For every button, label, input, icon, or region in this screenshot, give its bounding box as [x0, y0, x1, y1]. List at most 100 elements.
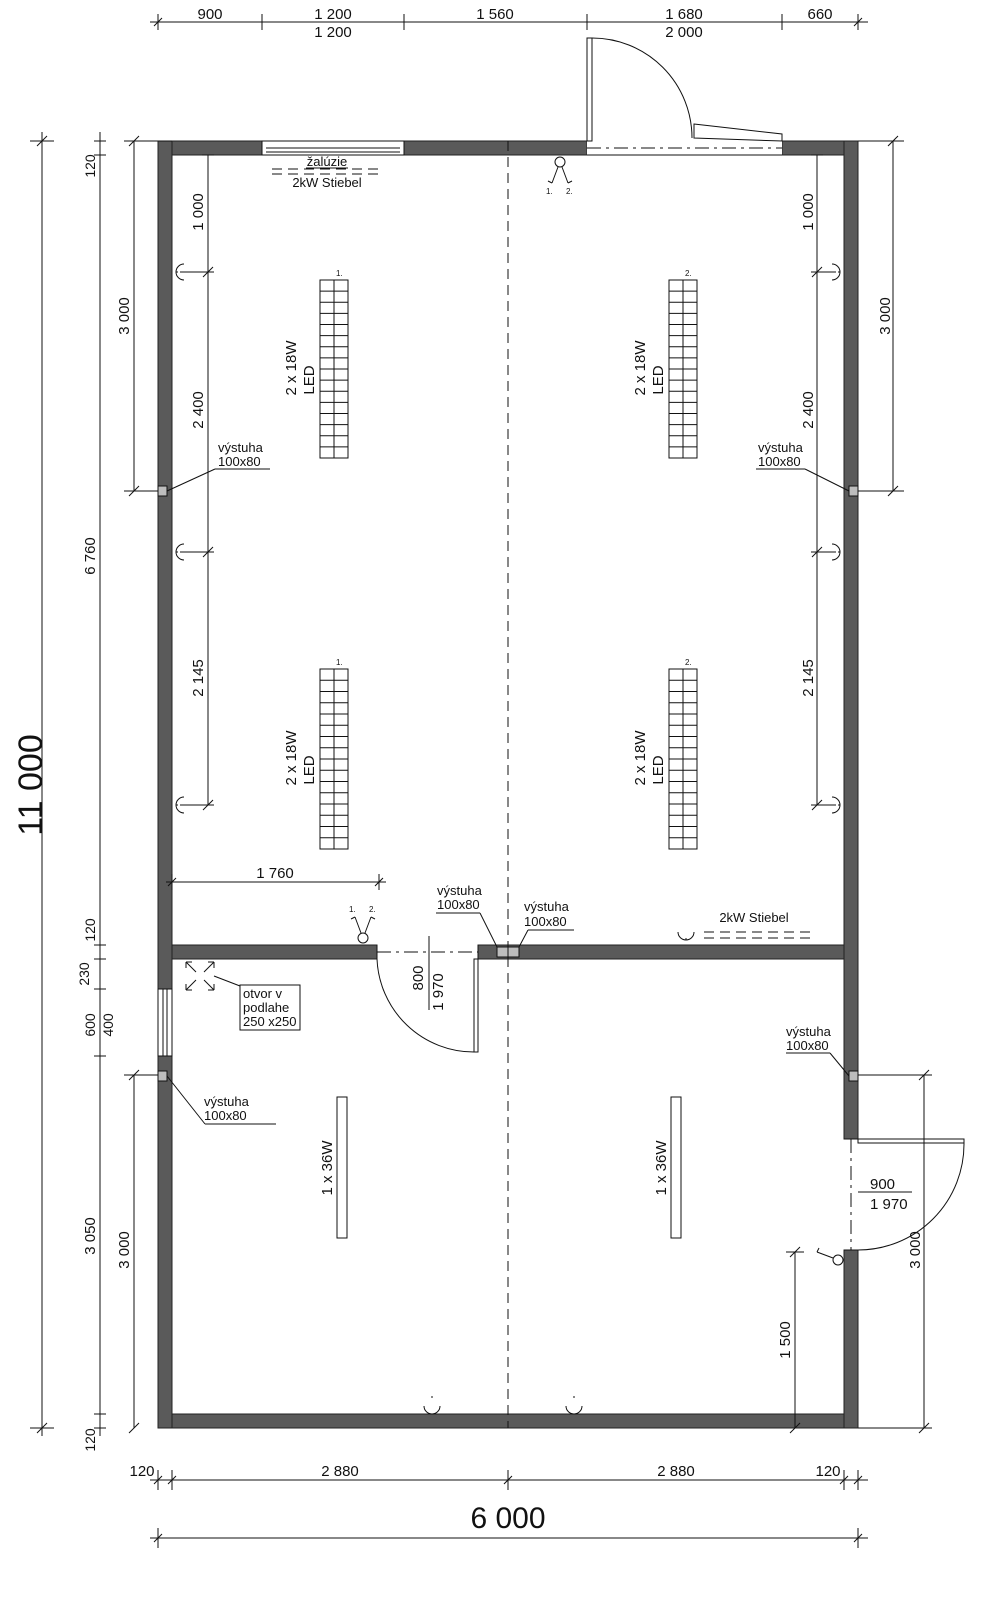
fixture-label-power: 2 x 18W — [283, 340, 300, 396]
floor-opening: otvor v podlahe 250 x250 — [185, 961, 301, 1031]
dim-bottom-2880-right: 2 880 — [657, 1463, 695, 1480]
opening-label-2: podlahe — [243, 1000, 289, 1015]
fixture-number-2: 2. — [685, 658, 692, 667]
dim-bottom-2880-left: 2 880 — [321, 1463, 359, 1480]
dim-top-1560: 1 560 — [476, 6, 514, 23]
dim-right-3000-bottom: 3 000 — [907, 1231, 924, 1269]
heater-mid: 2kW Stiebel — [704, 910, 810, 939]
heater-top-label: 2kW Stiebel — [292, 175, 361, 190]
reinforcement-size: 100x80 — [437, 897, 480, 912]
fluorescent-fixture-left: 1 x 36W — [319, 1096, 348, 1239]
overall-width: 6 000 — [470, 1502, 545, 1535]
socket-icon — [175, 263, 185, 281]
dim-left-230: 230 — [76, 962, 92, 986]
entrance-door-top — [586, 37, 783, 156]
reinforcement-size: 100x80 — [524, 914, 567, 929]
dim-left-400: 400 — [100, 1013, 116, 1037]
dim-1760: 1 760 — [256, 865, 294, 882]
led-fixture-top-right: 2. — [668, 269, 698, 459]
switch-icon — [357, 932, 369, 944]
reinforcement-label: výstuha — [437, 883, 483, 898]
dim-in-left-1000: 1 000 — [190, 193, 207, 231]
fluorescent-fixture-right: 1 x 36W — [653, 1096, 682, 1239]
reinforcement-left-bottom: výstuha 100x80 — [157, 1070, 276, 1125]
reinforcement-size: 100x80 — [204, 1108, 247, 1123]
side-door-height: 1 970 — [870, 1196, 908, 1213]
window-width-1200: 1 200 — [314, 24, 352, 41]
reinforcement-size: 100x80 — [758, 454, 801, 469]
inner-door-height: 1 970 — [430, 973, 447, 1011]
dim-left-6760: 6 760 — [82, 537, 99, 575]
heater-top: žalúzie 2kW Stiebel — [272, 154, 382, 190]
dim-in-right-1000: 1 000 — [800, 193, 817, 231]
reinforcement-left-top: výstuha 100x80 — [157, 440, 270, 497]
dim-in-right-2145: 2 145 — [800, 659, 817, 697]
wall-sockets — [175, 263, 841, 1415]
reinforcement-label: výstuha — [218, 440, 264, 455]
socket-icon — [831, 796, 841, 814]
dim-top-1680: 1 680 — [665, 6, 703, 23]
dim-left-120-bottom: 120 — [82, 1428, 98, 1452]
fixture-label-type: LED — [301, 755, 318, 784]
dim-in-left-2145: 2 145 — [190, 659, 207, 697]
reinforcement-partition-right: výstuha 100x80 — [507, 899, 574, 958]
dim-left-3000-bottom: 3 000 — [116, 1231, 133, 1269]
dim-left-120-top: 120 — [82, 154, 98, 178]
left-window — [157, 988, 173, 1057]
switch-side-door — [816, 1247, 844, 1266]
reinforcement-right-top: výstuha 100x80 — [756, 440, 859, 497]
overall-height: 11 000 — [12, 734, 50, 835]
opening-label-3: 250 x250 — [243, 1014, 297, 1029]
switch-label-1: 1. — [546, 187, 553, 196]
dim-left-120-mid: 120 — [82, 918, 98, 942]
dim-in-right-2400: 2 400 — [800, 391, 817, 429]
led-fixture-mid-right: 2. — [668, 658, 698, 850]
fixture-label-power: 2 x 18W — [283, 730, 300, 786]
reinforcement-label: výstuha — [524, 899, 570, 914]
socket-icon — [677, 931, 695, 941]
socket-icon — [423, 1396, 441, 1415]
reinforcement-label: výstuha — [786, 1024, 832, 1039]
reinforcement-size: 100x80 — [218, 454, 261, 469]
side-door-right: 900 1 970 — [844, 1138, 965, 1251]
bottom-dimensions: 120 2 880 2 880 120 6 000 — [129, 1463, 868, 1548]
door-width-2000: 2 000 — [665, 24, 703, 41]
switch-label-2: 2. — [566, 187, 573, 196]
dim-in-left-2400: 2 400 — [190, 391, 207, 429]
reinforcement-label: výstuha — [204, 1094, 250, 1109]
fixture-label-type: LED — [650, 755, 667, 784]
switch-label-1: 1. — [349, 905, 356, 914]
dim-top-900: 900 — [197, 6, 222, 23]
dim-top-660: 660 — [807, 6, 832, 23]
socket-icon — [831, 263, 841, 281]
inner-door-width: 800 — [410, 965, 427, 990]
reinforcement-partition-left: výstuha 100x80 — [436, 883, 509, 958]
heater-mid-label: 2kW Stiebel — [719, 910, 788, 925]
fixture-label-36w: 1 x 36W — [319, 1140, 336, 1196]
switch-partition: 1. 2. — [349, 905, 376, 944]
led-fixture-top-left: 1. — [319, 269, 349, 459]
blinds-label: žalúzie — [307, 154, 347, 169]
fixture-number-1: 1. — [336, 658, 343, 667]
dim-right-3000-top: 3 000 — [877, 297, 894, 335]
fixture-label-type: LED — [650, 365, 667, 394]
switch-icon — [554, 156, 566, 168]
socket-icon — [175, 543, 185, 561]
reinforcement-label: výstuha — [758, 440, 804, 455]
socket-icon — [175, 796, 185, 814]
right-dimensions: 3 000 3 000 1 000 2 400 2 145 1 500 — [777, 135, 932, 1434]
fixture-label-type: LED — [301, 365, 318, 394]
socket-icon — [565, 1396, 583, 1415]
dim-top-1200: 1 200 — [314, 6, 352, 23]
switch-label-2: 2. — [369, 905, 376, 914]
dim-left-3000-top: 3 000 — [116, 297, 133, 335]
inner-door: 800 1 970 — [376, 936, 479, 1053]
fixture-label-36w: 1 x 36W — [653, 1140, 670, 1196]
dim-in-right-1500: 1 500 — [777, 1321, 794, 1359]
fixture-number-1: 1. — [336, 269, 343, 278]
dim-bottom-120-right: 120 — [815, 1463, 840, 1480]
fixture-label-power: 2 x 18W — [632, 730, 649, 786]
dim-room-width: 1 760 — [166, 865, 386, 890]
dim-bottom-120-left: 120 — [129, 1463, 154, 1480]
